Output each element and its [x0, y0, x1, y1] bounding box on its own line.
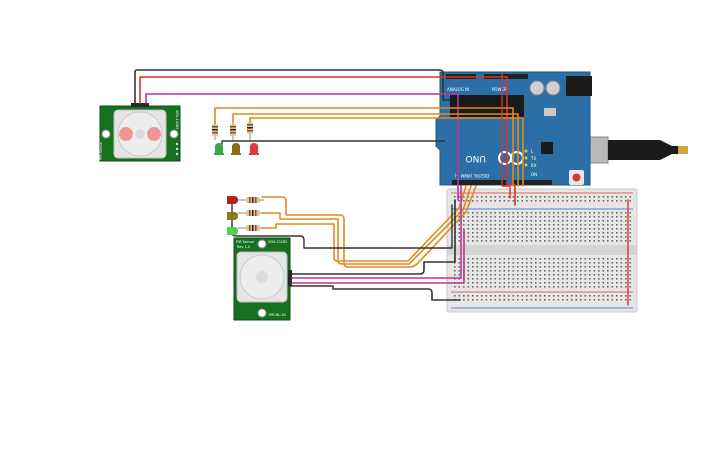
- atmega-chip: [450, 95, 524, 117]
- wires: [134, 69, 629, 306]
- wire-orange-led-bottom-2: [261, 185, 472, 265]
- analog-pins-label: ANALOG IN: [447, 87, 469, 92]
- digital-pins-label: DIGITAL (PWM ~): [454, 173, 489, 178]
- on-led-label: ON: [531, 172, 537, 177]
- bottom-resistors: [238, 197, 264, 231]
- wire-pink-pir-top-out: [145, 93, 459, 201]
- led-top-1: [214, 143, 224, 155]
- resistor-bottom-2: [238, 210, 264, 216]
- pir-bottom-top-label-2: SEN-13285: [268, 240, 287, 244]
- header-bottom-left: [452, 180, 508, 185]
- pir-sensor-top[interactable]: PIR Sensor SEN-13285: [99, 103, 181, 162]
- wire-orange-led-bottom-3: [261, 185, 467, 262]
- wire-pink-pir-bottom-out: [291, 185, 462, 279]
- resistor-bottom-1: [238, 197, 264, 203]
- pir-top-left-label: PIR Sensor: [99, 141, 103, 160]
- pir-bottom-bottom-label: PIR-BL-1B: [269, 313, 286, 317]
- arduino-uno-board[interactable]: UNO DIGITAL (PWM ~) POWER ANALOG IN L TX…: [435, 71, 688, 186]
- resistor-bottom-3: [238, 225, 264, 231]
- top-resistors: [212, 118, 253, 140]
- wire-orange-led-bottom-1: [261, 185, 477, 268]
- wire-orange-led-top-1: [214, 107, 514, 187]
- led-top-2: [231, 143, 241, 155]
- power-pins-label: POWER: [492, 87, 507, 92]
- wire-red-pir-top-vcc: [139, 76, 516, 206]
- led-label-rx: RX: [531, 163, 537, 168]
- power-jack: [566, 76, 592, 96]
- bottom-leds: [227, 196, 238, 235]
- usb-cable: [608, 140, 688, 160]
- resistor-top-3: [247, 118, 253, 140]
- header-bottom-right: [512, 180, 552, 185]
- led-label-tx: TX: [530, 156, 536, 161]
- board-model-label: UNO: [466, 153, 486, 163]
- led-bottom-1: [227, 196, 238, 204]
- led-bottom-3: [227, 227, 238, 235]
- wire-black-pir-bottom-gnd: [291, 199, 456, 275]
- pir-sensor-bottom[interactable]: PIR Sensor SEN-13285 Rev 1.0 PIR-BL-1B: [233, 237, 292, 321]
- pir-bottom-pins: [288, 270, 292, 286]
- led-top-3: [249, 143, 259, 155]
- wire-black-pir-top-gnd: [134, 69, 451, 104]
- wire-orange-led-top-2: [232, 113, 519, 187]
- pir-top-pins: [131, 103, 149, 107]
- pir-bottom-top-label: PIR Sensor: [236, 240, 255, 244]
- resistor-top-1: [212, 122, 218, 140]
- wire-pink-pir-bottom-2: [291, 229, 465, 284]
- wire-black-pir-bottom-2: [289, 285, 461, 301]
- led-bottom-2: [227, 212, 238, 220]
- pir-bottom-sub-label: Rev 1.0: [237, 245, 250, 249]
- top-leds: [214, 143, 259, 155]
- pir-top-right-label: SEN-13285: [175, 110, 179, 129]
- resistor-top-2: [230, 122, 236, 140]
- wire-red-arduino-5v: [501, 73, 511, 199]
- led-label-l: L: [531, 149, 534, 154]
- wire-black-led-top-gnd: [221, 140, 446, 145]
- breadboard[interactable]: [446, 188, 638, 313]
